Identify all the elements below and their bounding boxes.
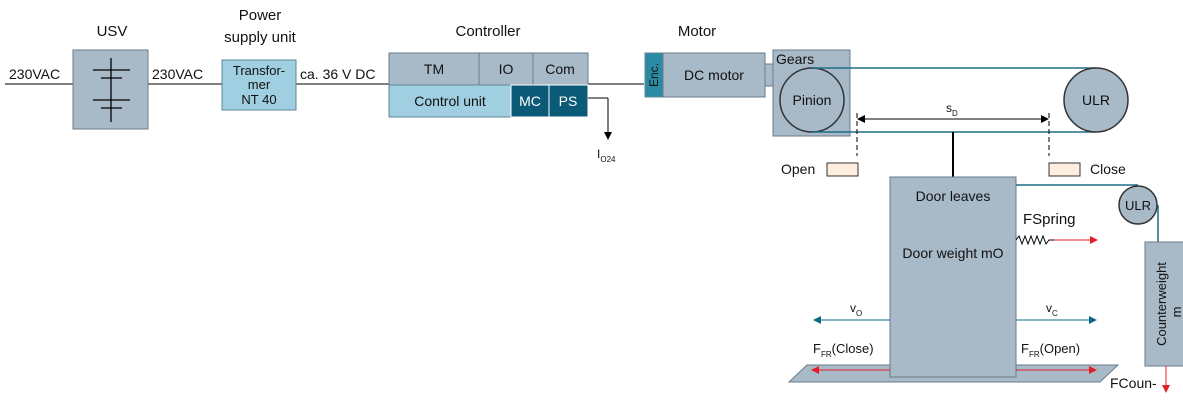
io-label: IO bbox=[499, 61, 514, 77]
dc-voltage-label: ca. 36 V DC bbox=[300, 66, 375, 82]
counterweight-label: Counterweight bbox=[1154, 262, 1169, 346]
shaft bbox=[764, 63, 774, 87]
motor-title: Motor bbox=[678, 23, 716, 40]
dc-motor-label: DC motor bbox=[684, 67, 744, 83]
io24-label: IO24 bbox=[597, 147, 616, 164]
ulr-small-label: ULR bbox=[1125, 198, 1151, 213]
door-leaves-label: Door leaves bbox=[916, 188, 991, 204]
open-label: Open bbox=[781, 161, 815, 177]
ulr-wheel-top bbox=[1063, 67, 1129, 133]
pinion-label: Pinion bbox=[793, 92, 832, 108]
controller-title: Controller bbox=[455, 23, 520, 40]
door-weight-label: Door weight mO bbox=[902, 245, 1003, 261]
psu-title-line2: supply unit bbox=[224, 29, 297, 46]
spring-icon bbox=[1015, 234, 1054, 246]
counterweight-box bbox=[1144, 241, 1183, 367]
control-unit-box bbox=[388, 84, 512, 118]
ps-label: PS bbox=[559, 93, 578, 109]
fspring-label: FSpring bbox=[1023, 211, 1076, 228]
open-marker bbox=[826, 162, 859, 177]
mc-label: MC bbox=[519, 93, 541, 109]
ffr-close-label: FFR(Close) bbox=[813, 341, 874, 359]
mc-box bbox=[510, 84, 550, 118]
transformer-label-2: mer bbox=[248, 77, 271, 92]
transformer-label-1: Transfor- bbox=[233, 63, 285, 78]
ulr-wheel-small bbox=[1118, 185, 1158, 225]
sd-label: sD bbox=[946, 101, 958, 118]
ffr-open-label: FFR(Open) bbox=[1021, 341, 1080, 359]
counterweight-mass-label: m bbox=[1169, 307, 1183, 318]
ulr-top-label: ULR bbox=[1082, 92, 1110, 108]
door-leaves-box bbox=[889, 176, 1017, 378]
close-label: Close bbox=[1090, 161, 1126, 177]
transformer-box bbox=[221, 59, 297, 111]
control-unit-label: Control unit bbox=[414, 93, 486, 109]
ps-box bbox=[548, 84, 589, 118]
input-voltage-left: 230VAC bbox=[9, 66, 60, 82]
tm-label: TM bbox=[424, 61, 444, 77]
battery-icon bbox=[93, 58, 130, 122]
transformer-label-3: NT 40 bbox=[241, 92, 276, 107]
com-label: Com bbox=[545, 61, 575, 77]
dc-motor-box bbox=[662, 52, 766, 98]
vc-label: vC bbox=[1046, 301, 1058, 318]
psu-title-line1: Power bbox=[239, 7, 282, 24]
com-box bbox=[532, 52, 589, 86]
input-voltage-mid: 230VAC bbox=[152, 66, 203, 82]
gears-label: Gears bbox=[776, 51, 814, 67]
encoder-label: Enc. bbox=[647, 63, 661, 87]
vo-label: vO bbox=[850, 301, 862, 318]
usv-title: USV bbox=[97, 23, 128, 40]
fcounter-label: FCoun- bbox=[1110, 375, 1157, 391]
close-marker bbox=[1048, 162, 1081, 177]
